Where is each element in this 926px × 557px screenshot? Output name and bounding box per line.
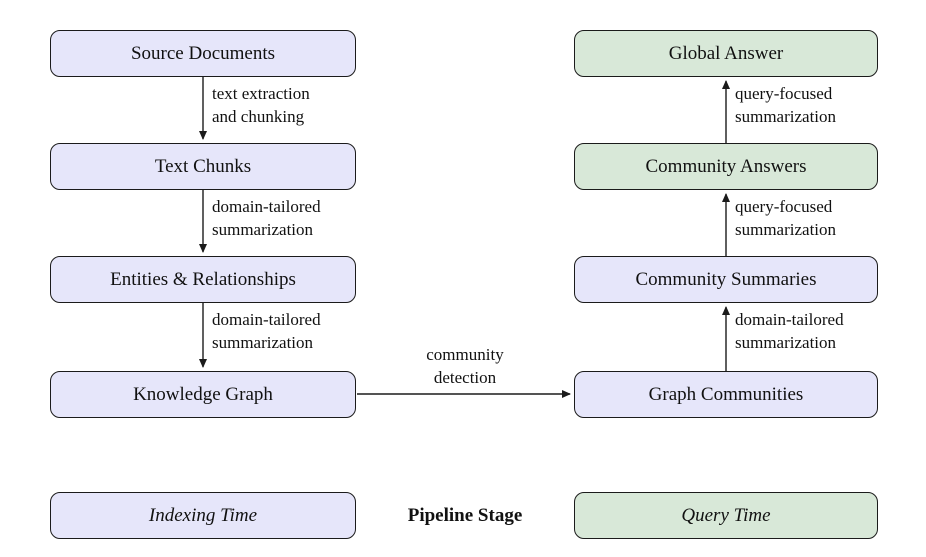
edge-label-domain-tailored-2: domain-tailored summarization xyxy=(212,310,321,352)
node-global-answer: Global Answer xyxy=(574,30,878,77)
node-entities-relationships-label: Entities & Relationships xyxy=(110,269,296,290)
node-knowledge-graph: Knowledge Graph xyxy=(50,371,356,418)
edge-label-domain-tailored-3: domain-tailored summarization xyxy=(735,310,844,352)
legend-query-time-label: Query Time xyxy=(681,505,771,526)
edge-label-text-extraction: text extraction and chunking xyxy=(212,84,310,126)
node-graph-communities: Graph Communities xyxy=(574,371,878,418)
edge-label-query-focused-1: query-focused summarization xyxy=(735,197,837,239)
edge-label-query-focused-2: query-focused summarization xyxy=(735,84,837,126)
node-community-summaries-label: Community Summaries xyxy=(635,269,817,290)
node-global-answer-label: Global Answer xyxy=(668,43,784,64)
node-source-documents: Source Documents xyxy=(50,30,356,77)
node-text-chunks: Text Chunks xyxy=(50,143,356,190)
node-community-answers: Community Answers xyxy=(574,143,878,190)
node-text-chunks-label: Text Chunks xyxy=(154,156,252,177)
node-community-summaries: Community Summaries xyxy=(574,256,878,303)
edge-label-community-detection: community detection xyxy=(426,345,504,387)
node-source-documents-label: Source Documents xyxy=(130,43,276,64)
legend-pipeline-stage: Pipeline Stage xyxy=(407,504,523,526)
node-knowledge-graph-label: Knowledge Graph xyxy=(133,384,273,405)
legend-indexing-time: Indexing Time xyxy=(50,492,356,539)
edge-label-domain-tailored-1: domain-tailored summarization xyxy=(212,197,321,239)
node-graph-communities-label: Graph Communities xyxy=(648,384,804,405)
legend-indexing-time-label: Indexing Time xyxy=(148,505,258,526)
node-community-answers-label: Community Answers xyxy=(645,156,807,177)
node-entities-relationships: Entities & Relationships xyxy=(50,256,356,303)
legend-query-time: Query Time xyxy=(574,492,878,539)
